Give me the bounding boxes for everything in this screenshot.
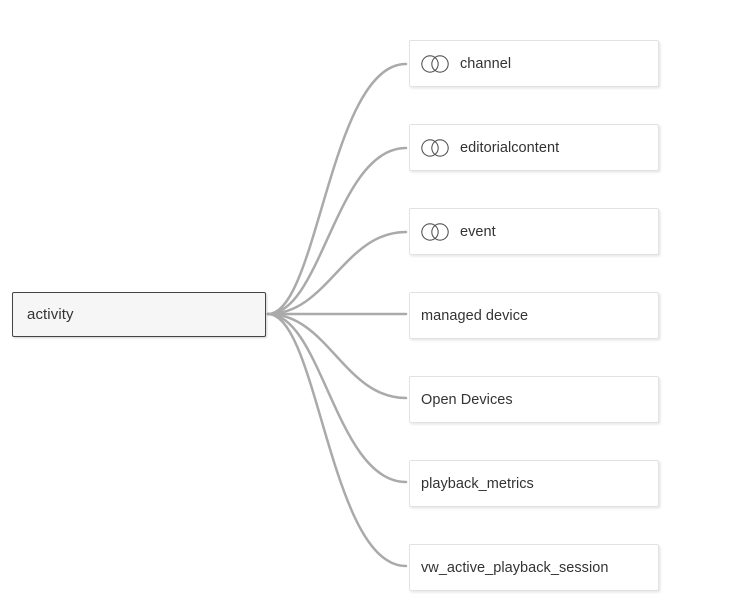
edge-activity-to-event [266, 230, 408, 316]
node-vw-active-playback-session-label: vw_active_playback_session [421, 559, 609, 576]
overlapping-circles-icon [421, 222, 449, 241]
node-activity-label: activity [27, 306, 74, 323]
overlapping-circles-icon [421, 54, 449, 73]
node-channel-label: channel [460, 55, 512, 72]
edge-activity-to-playback-metrics [266, 312, 408, 484]
node-playback-metrics[interactable]: playback_metrics [409, 460, 659, 507]
node-open-devices-label: Open Devices [421, 391, 513, 408]
node-playback-metrics-label: playback_metrics [421, 475, 534, 492]
node-activity[interactable]: activity [12, 292, 266, 337]
node-managed-device[interactable]: managed device [409, 292, 659, 339]
edge-activity-to-vw-active-playback-session [266, 312, 408, 568]
node-vw-active-playback-session[interactable]: vw_active_playback_session [409, 544, 659, 591]
edge-activity-to-channel [266, 62, 408, 316]
overlapping-circles-icon [421, 138, 449, 157]
edge-activity-to-editorialcontent [266, 146, 408, 316]
node-open-devices[interactable]: Open Devices [409, 376, 659, 423]
node-editorialcontent-label: editorialcontent [460, 139, 560, 156]
node-managed-device-label: managed device [421, 307, 529, 324]
node-event[interactable]: event [409, 208, 659, 255]
node-editorialcontent[interactable]: editorialcontent [409, 124, 659, 171]
edge-activity-to-open-devices [266, 312, 408, 400]
node-event-label: event [460, 223, 496, 240]
node-channel[interactable]: channel [409, 40, 659, 87]
